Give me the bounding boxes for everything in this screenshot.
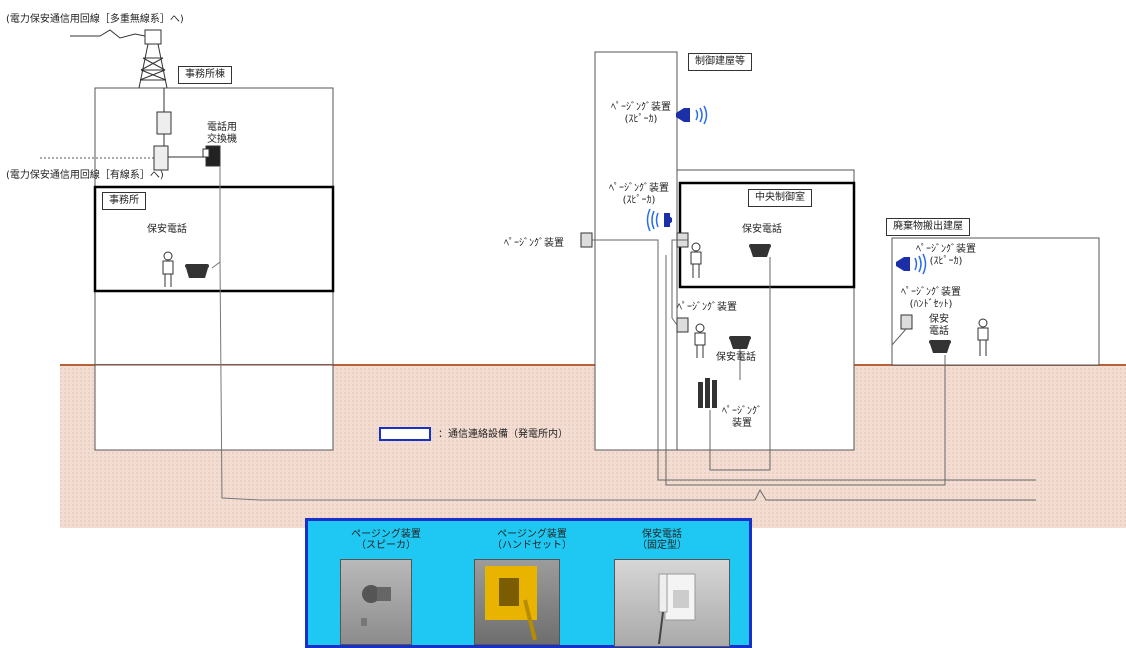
speaker-icon [676, 108, 690, 122]
control-building-outline [594, 51, 678, 451]
waste-speaker-label: ﾍﾟｰｼﾞﾝｸﾞ装置(ｽﾋﾟｰｶ) [916, 244, 976, 267]
telephone-icon [749, 244, 771, 257]
waste-handset-label: ﾍﾟｰｼﾞﾝｸﾞ装置(ﾊﾝﾄﾞｾｯﾄ) [901, 287, 961, 310]
paging-device-label: ﾍﾟｰｼﾞﾝｸﾞ装置 [677, 302, 737, 313]
office-building-label: 事務所棟 [178, 66, 232, 84]
wired-line-label: (電力保安通信用回線［有線系］へ) [6, 170, 164, 181]
speaker-photo [340, 559, 412, 645]
central-control-label: 中央制御室 [748, 189, 812, 207]
paging-device-label: ﾍﾟｰｼﾞﾝｸﾞ装置 [504, 238, 564, 249]
waste-phone-label: 保安電話 [929, 314, 949, 337]
control-building-label: 制御建屋等 [688, 53, 752, 71]
person-icon [690, 242, 702, 278]
person-icon [977, 318, 989, 356]
photo-title-handset: ページング装置（ハンドセット） [492, 529, 572, 551]
exchange-icon [202, 145, 221, 167]
handset-photo [474, 559, 560, 645]
telephone-icon [729, 336, 751, 349]
equipment-photo-panel: ページング装置（スピーカ） ページング装置（ハンドセット） 保安電話（固定型） [305, 518, 752, 648]
paging-cabinet-icon [698, 378, 717, 408]
person-icon [162, 251, 174, 287]
legend-label: ：通信連絡設備（発電所内） [438, 429, 568, 440]
central-phone-label: 保安電話 [742, 224, 782, 235]
speaker-icon [896, 257, 910, 271]
telephone-icon [929, 340, 951, 353]
radio-equipment-icon [153, 111, 172, 171]
photo-title-phone: 保安電話（固定型） [637, 529, 687, 551]
waste-building-outline [891, 237, 1100, 366]
antenna-tower-icon [70, 29, 168, 89]
exchange-label: 電話用交換機 [207, 122, 237, 145]
lower-phone-label: 保安電話 [716, 352, 756, 363]
speaker-icon [664, 213, 672, 227]
office-phone-label: 保安電話 [147, 224, 187, 235]
phone-photo [614, 559, 730, 647]
legend-swatch [379, 427, 431, 441]
wireless-line-label: (電力保安通信用回線［多重無線系］へ) [6, 14, 184, 25]
paging-speaker-label: ﾍﾟｰｼﾞﾝｸﾞ装置(ｽﾋﾟｰｶ) [611, 102, 671, 125]
photo-title-speaker: ページング装置（スピーカ） [351, 529, 421, 551]
paging-speaker-label: ﾍﾟｰｼﾞﾝｸﾞ装置(ｽﾋﾟｰｶ) [609, 183, 669, 206]
waste-building-label: 廃棄物搬出建屋 [886, 218, 970, 236]
office-room-label: 事務所 [102, 192, 146, 210]
paging-cabinet-label: ﾍﾟｰｼﾞﾝｸﾞ装置 [722, 406, 762, 429]
person-icon [694, 323, 706, 358]
telephone-icon [185, 264, 209, 278]
